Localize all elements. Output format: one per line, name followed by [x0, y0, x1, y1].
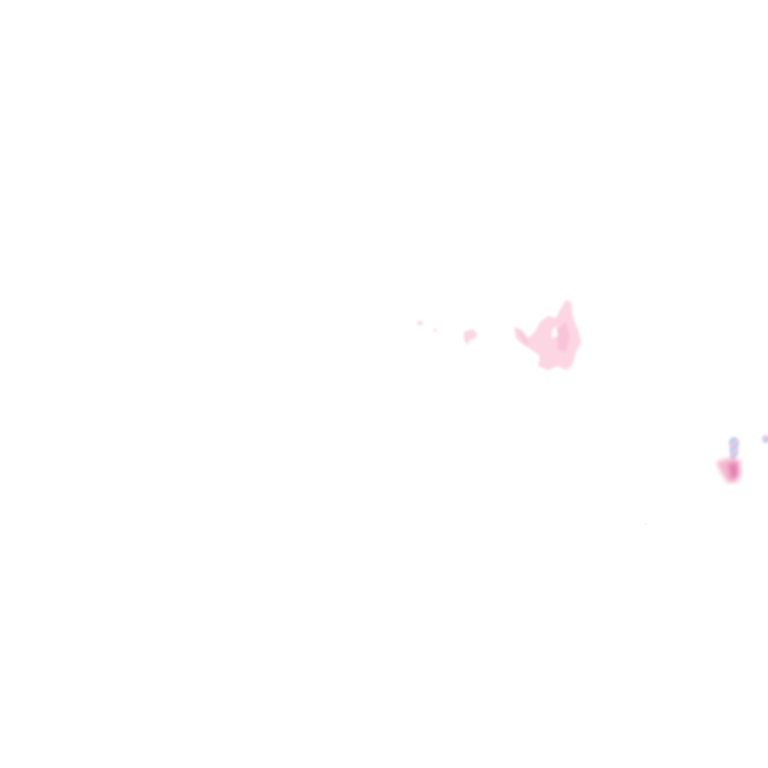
precip-cell-mixed-east [729, 435, 768, 462]
precip-cell-main [514, 300, 581, 370]
precip-cell-small [464, 329, 477, 345]
precip-cell-heavy-east [716, 458, 741, 483]
precip-speck [645, 523, 647, 525]
precip-cell-small-dots [417, 320, 437, 332]
